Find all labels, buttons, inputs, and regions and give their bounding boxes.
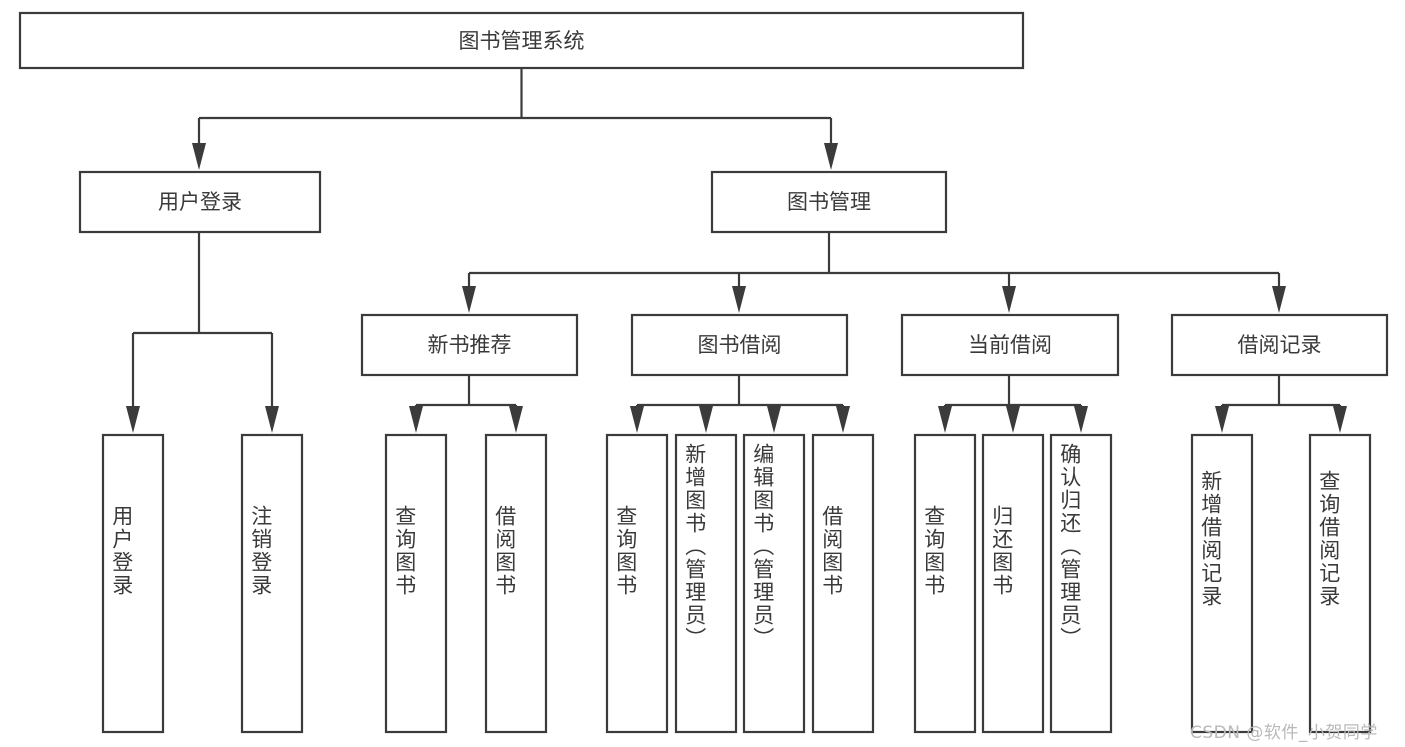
leaf-boxes-group: [101, 433, 1372, 734]
node-user-login-label: 用户登录: [158, 190, 242, 214]
node-new-book-recommend-box[interactable]: [360, 313, 579, 377]
node-user-login[interactable]: 用户登录: [78, 170, 322, 234]
node-book-borrow-box[interactable]: [630, 313, 849, 377]
leaf-box-edit-book[interactable]: [742, 433, 806, 734]
node-new-book-recommend[interactable]: 新书推荐: [360, 313, 579, 377]
arrow-head-leaf-add-record: [1215, 406, 1229, 433]
node-book-borrow-label: 图书借阅: [698, 333, 782, 357]
arrow-head-leaf-confirm-return: [1074, 406, 1088, 433]
arrow-head-leaf-add-book: [699, 406, 713, 433]
node-root-box[interactable]: [18, 11, 1025, 70]
connector-group: [126, 68, 1347, 433]
leaf-box-borrow-book-2[interactable]: [811, 433, 875, 734]
node-borrow-record-label: 借阅记录: [1238, 333, 1322, 357]
arrow-head-user-login: [192, 143, 206, 170]
node-current-borrow[interactable]: 当前借阅: [900, 313, 1120, 377]
arrow-head-leaf-return-book: [1006, 406, 1020, 433]
arrow-head-leaf-query-book-2: [630, 406, 644, 433]
leaf-box-confirm-return[interactable]: [1049, 433, 1113, 734]
arrow-head-borrow-record: [1272, 286, 1286, 313]
node-root[interactable]: 图书管理系统: [18, 11, 1025, 70]
node-user-login-box[interactable]: [78, 170, 322, 234]
leaf-box-add-record[interactable]: [1190, 433, 1254, 734]
arrow-head-book-borrow: [732, 286, 746, 313]
node-root-label: 图书管理系统: [459, 29, 585, 53]
leaf-box-borrow-book-1[interactable]: [484, 433, 548, 734]
leaf-box-user-login[interactable]: [101, 433, 165, 734]
leaf-box-return-book[interactable]: [981, 433, 1045, 734]
leaf-box-query-book-3[interactable]: [913, 433, 977, 734]
arrow-head-leaf-edit-book: [767, 406, 781, 433]
arrow-head-leaf-query-record: [1333, 406, 1347, 433]
node-book-manage-label: 图书管理: [787, 190, 871, 214]
leaf-box-logout[interactable]: [240, 433, 304, 734]
node-borrow-record-box[interactable]: [1170, 313, 1389, 377]
arrow-head-new-book-recommend: [462, 286, 476, 313]
arrow-head-leaf-user-login: [126, 406, 140, 433]
node-current-borrow-label: 当前借阅: [968, 333, 1052, 357]
arrow-head-leaf-query-book-3: [938, 406, 952, 433]
node-book-manage[interactable]: 图书管理: [710, 170, 948, 234]
leaf-box-query-book-2[interactable]: [605, 433, 669, 734]
leaf-box-query-record[interactable]: [1308, 433, 1372, 734]
arrow-head-leaf-logout: [265, 406, 279, 433]
arrow-head-current-borrow: [1002, 286, 1016, 313]
arrow-head-book-manage: [824, 143, 838, 170]
leaf-box-add-book[interactable]: [674, 433, 738, 734]
node-book-borrow[interactable]: 图书借阅: [630, 313, 849, 377]
node-book-manage-box[interactable]: [710, 170, 948, 234]
node-new-book-recommend-label: 新书推荐: [428, 333, 512, 357]
node-borrow-record[interactable]: 借阅记录: [1170, 313, 1389, 377]
arrow-head-leaf-borrow-book-1: [509, 406, 523, 433]
leaf-box-query-book-1[interactable]: [384, 433, 448, 734]
node-current-borrow-box[interactable]: [900, 313, 1120, 377]
arrow-head-leaf-query-book-1: [409, 406, 423, 433]
arrow-head-leaf-borrow-book-2: [836, 406, 850, 433]
csdn-watermark: CSDN @软件_小贺同学: [1190, 723, 1378, 743]
